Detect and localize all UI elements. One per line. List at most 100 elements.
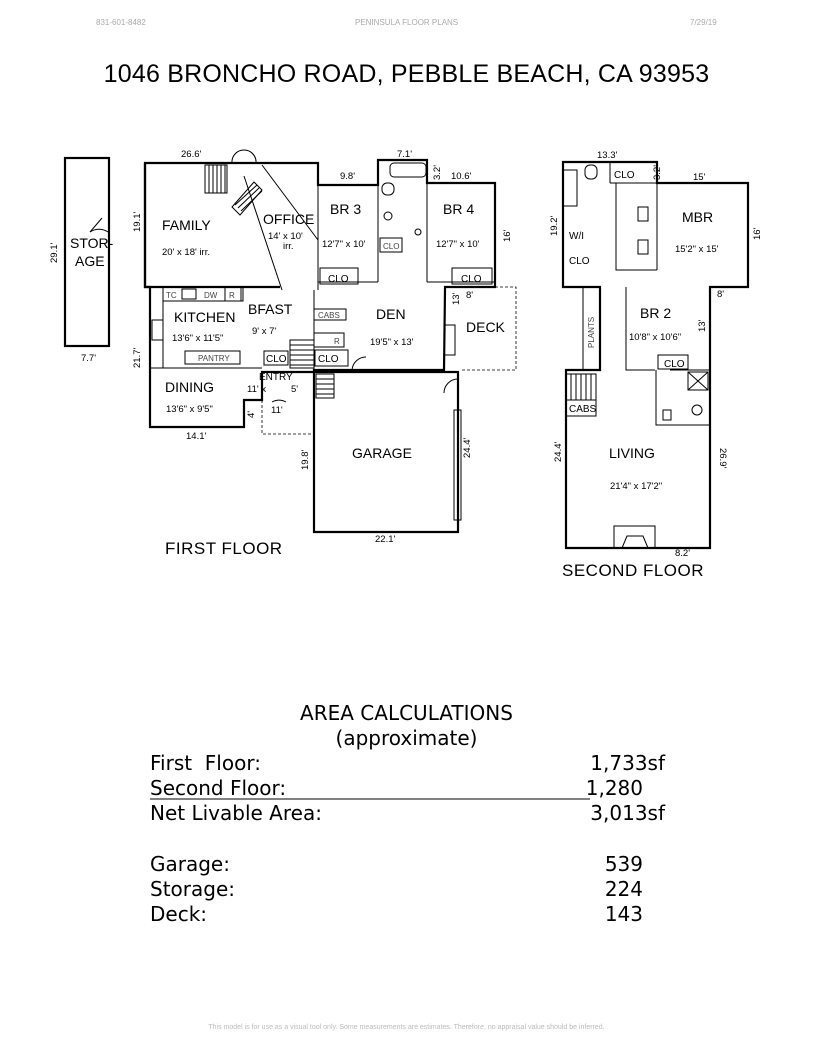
upper-cabs: CABS	[569, 404, 597, 415]
storage-label-2: AGE	[75, 253, 105, 269]
shower	[687, 371, 709, 391]
br3-size: 12'7" x 10'	[322, 239, 366, 250]
entry-porch	[261, 400, 314, 435]
dim-br2-side: 13'	[697, 319, 708, 332]
kitchen-stove	[151, 319, 164, 341]
area-row: Net Livable Area: 3,013sf	[150, 801, 665, 827]
dim-bath-top: 7.1'	[397, 149, 412, 160]
den-r: R	[334, 337, 340, 346]
entry-name: ENTRY	[259, 372, 293, 383]
dim-br3-top: 9.8'	[340, 171, 355, 182]
disclaimer-footer: This model is for use as a visual tool o…	[208, 1024, 605, 1031]
den-cabs: CABS	[318, 311, 340, 320]
dim-garage-side: 19.8'	[300, 450, 311, 470]
br4-closet-label: CLO	[461, 274, 482, 285]
dim-storage-width: 7.7'	[81, 353, 96, 364]
dim-wi-side: 19.2'	[549, 216, 560, 236]
br3-closet-label: CLO	[328, 274, 349, 285]
pantry	[184, 350, 241, 365]
dim-living-right: 26.9'	[717, 448, 728, 468]
dim-mbr-top: 15'	[693, 172, 706, 183]
wi-name2: CLO	[569, 256, 590, 267]
dim-deck-side: 13'	[451, 292, 462, 305]
entry-size2: 5'	[291, 384, 298, 395]
den-size: 19'5" x 13'	[370, 337, 414, 348]
br4-name: BR 4	[443, 201, 474, 217]
den-stairs	[289, 339, 315, 369]
office-size: 14' x 10'	[268, 231, 303, 242]
living-name: LIVING	[609, 445, 655, 461]
wi-name: W/I	[569, 231, 584, 242]
area-row-label: Second Floor:	[150, 776, 287, 800]
office-stairs	[231, 181, 263, 216]
dim-deck-top: 8'	[466, 290, 473, 301]
area-title: AREA CALCULATIONS	[300, 701, 513, 725]
area-row-value: 143	[604, 902, 643, 926]
area-row: Deck: 143	[150, 902, 665, 928]
dim-upper-top: 13.3'	[597, 150, 617, 161]
area-row-value: 1,280	[585, 776, 643, 800]
dim-bath-side: 3.2'	[432, 165, 443, 180]
plants-label: PLANTS	[587, 317, 596, 348]
dim-family-top: 26.6'	[181, 149, 201, 160]
header-phone: 831-601-8482	[96, 18, 146, 27]
br2-name: BR 2	[640, 305, 671, 321]
kitchen-dw: DW	[204, 291, 218, 300]
bath-closet	[379, 237, 403, 253]
mbr-size: 15'2" x 15'	[675, 244, 719, 255]
dim-br2-gap: 8'	[717, 289, 724, 300]
deck-outline	[445, 286, 517, 371]
second-floor-label: SECOND FLOOR	[562, 561, 705, 580]
br4-size: 12'7" x 10'	[436, 239, 480, 250]
deck-name: DECK	[466, 319, 506, 335]
family-office-divider	[243, 175, 283, 291]
br3-name: BR 3	[330, 201, 361, 217]
bfast-name: BFAST	[248, 301, 293, 317]
den-closet-label: CLO	[318, 354, 339, 365]
header-company: PENINSULA FLOOR PLANS	[355, 18, 459, 27]
dining-size: 13'6" x 9'5"	[166, 404, 213, 415]
dim-br4-top: 10.6'	[451, 171, 471, 182]
area-row-value: 224	[604, 877, 643, 901]
garage-outline	[312, 370, 460, 534]
den-fireplace	[444, 324, 456, 356]
area-row-label: Garage:	[150, 852, 230, 876]
family-stairs	[204, 164, 228, 194]
page-title: 1046 BRONCHO ROAD, PEBBLE BEACH, CA 9395…	[103, 60, 710, 88]
storage-label-1: STOR-	[70, 235, 114, 251]
area-row: Garage: 539	[150, 852, 665, 878]
storage-door	[89, 217, 103, 233]
bath-closet-label: CLO	[383, 242, 399, 251]
den-name: DEN	[376, 306, 406, 322]
dim-mbr-side: 16'	[752, 227, 763, 240]
kitchen-range: R	[229, 291, 235, 300]
area-row-value: 539	[604, 852, 643, 876]
dim-entry-bottom: 11'	[271, 405, 283, 416]
office-name: OFFICE	[263, 211, 314, 227]
first-floor-label: FIRST FLOOR	[165, 539, 283, 558]
upper-closet-label: CLO	[614, 170, 635, 181]
storage-outline	[63, 156, 111, 348]
upper-tub	[562, 169, 578, 207]
area-row-value: 3,013sf	[590, 801, 665, 825]
dim-living-bottom: 8.2'	[675, 548, 690, 559]
dim-garage-bottom: 22.1'	[375, 534, 395, 545]
living-size: 21'4" x 17'2"	[610, 481, 662, 492]
dim-entry-side: 4'	[246, 411, 257, 418]
area-row-label: First Floor:	[150, 751, 261, 775]
br3-closet	[319, 267, 359, 285]
family-name: FAMILY	[162, 217, 211, 233]
entry-closet-label: CLO	[266, 354, 287, 365]
kitchen-size: 13'6" x 11'5"	[172, 333, 223, 344]
dining-name: DINING	[165, 379, 214, 395]
area-row-label: Net Livable Area:	[150, 801, 322, 825]
br2-closet-label: CLO	[664, 359, 685, 370]
kitchen-name: KITCHEN	[174, 309, 235, 325]
dim-dining-bottom: 14.1'	[186, 431, 206, 442]
dim-br4-side: 16'	[502, 229, 513, 242]
area-row-value: 1,733sf	[590, 751, 665, 775]
living-fireplace	[613, 525, 656, 549]
area-row: Storage: 224	[150, 877, 665, 903]
bfast-size: 9' x 7'	[252, 326, 276, 337]
